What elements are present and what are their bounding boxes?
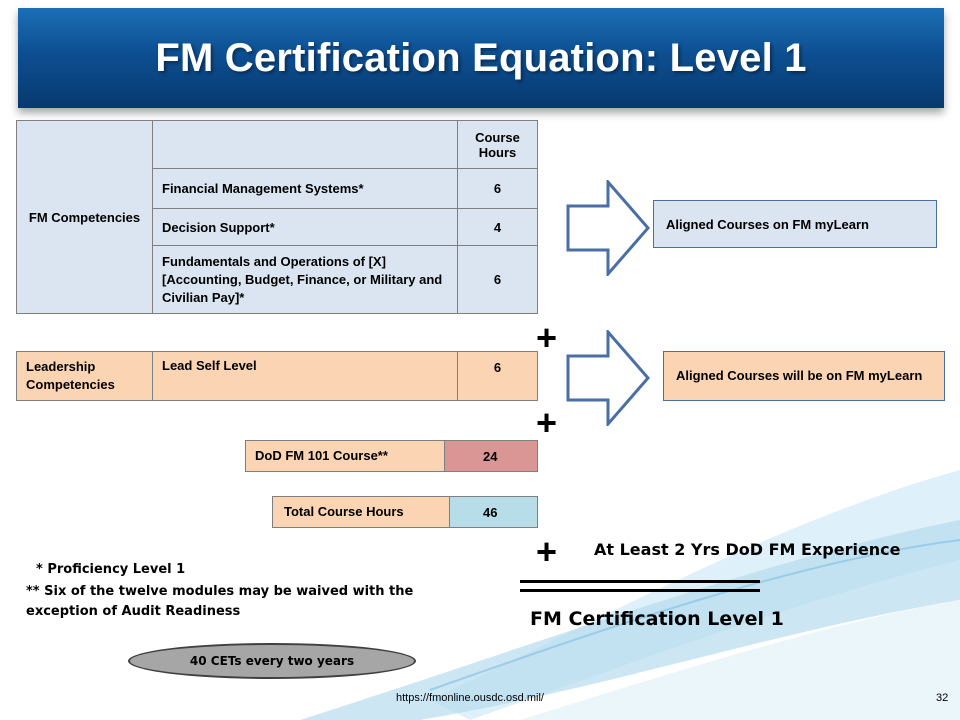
fm-course-hours: 4 xyxy=(457,208,538,246)
title-banner: FM Certification Equation: Level 1 xyxy=(18,8,944,108)
right-arrow-icon xyxy=(566,180,650,276)
footer-url[interactable]: https://fmonline.ousdc.osd.mil/ xyxy=(396,692,544,704)
fm-course-row: Decision Support* xyxy=(152,208,458,246)
plus-symbol: + xyxy=(536,402,558,443)
footnote-proficiency: * Proficiency Level 1 xyxy=(36,562,186,577)
lead-self-course: Lead Self Level xyxy=(152,351,458,401)
total-course-hours-label: Total Course Hours xyxy=(272,496,450,528)
fm-course-row: Financial Management Systems* xyxy=(152,168,458,209)
page-number: 32 xyxy=(936,692,949,704)
certification-result: FM Certification Level 1 xyxy=(530,608,784,630)
equals-line-bottom xyxy=(520,589,760,592)
aligned-courses-fm: Aligned Courses on FM myLearn xyxy=(653,200,937,248)
dod-fm-101-hours: 24 xyxy=(444,440,538,472)
plus-symbol: + xyxy=(536,317,558,358)
plus-symbol: + xyxy=(536,531,558,572)
experience-requirement: At Least 2 Yrs DoD FM Experience xyxy=(594,540,901,559)
cets-requirement: 40 CETs every two years xyxy=(128,643,416,679)
aligned-courses-leadership: Aligned Courses will be on FM myLearn xyxy=(663,351,945,401)
fm-course-row: Fundamentals and Operations of [X] [Acco… xyxy=(152,245,458,314)
fm-course-hours: 6 xyxy=(457,168,538,209)
fm-competencies-label: FM Competencies xyxy=(16,120,153,314)
fm-course-hours: 6 xyxy=(457,245,538,314)
fm-header-blank xyxy=(152,120,458,169)
page-title: FM Certification Equation: Level 1 xyxy=(155,35,807,80)
dod-fm-101-label: DoD FM 101 Course** xyxy=(245,440,445,472)
right-arrow-icon xyxy=(566,330,650,426)
leadership-competencies-label: Leadership Competencies xyxy=(16,351,153,401)
total-course-hours-value: 46 xyxy=(449,496,538,528)
equals-line-top xyxy=(520,580,760,583)
course-hours-header: Course Hours xyxy=(457,120,538,169)
footnote-waiver: ** Six of the twelve modules may be waiv… xyxy=(26,584,414,619)
lead-self-hours: 6 xyxy=(457,351,538,401)
